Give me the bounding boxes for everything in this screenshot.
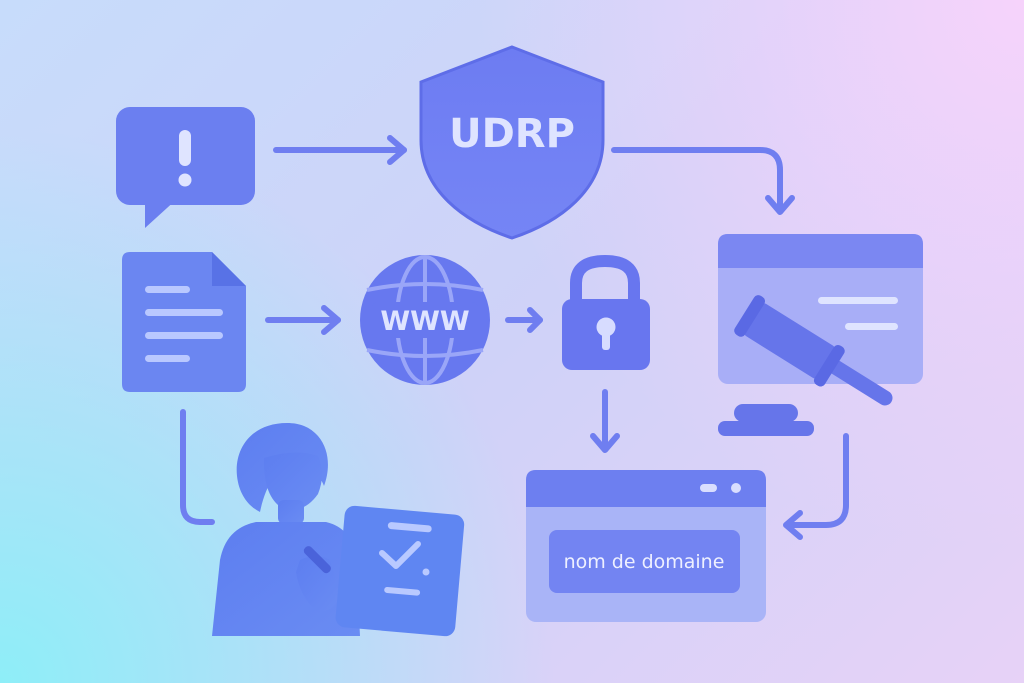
- line-document-to-person: [180, 409, 215, 525]
- arrow-document-to-globe: [265, 305, 341, 335]
- person-head: [263, 452, 322, 510]
- connectors: [180, 135, 849, 540]
- arrow-globe-to-lock: [505, 307, 543, 333]
- domain-name-field: [549, 530, 740, 593]
- gavel-icon: [718, 295, 893, 436]
- arrow-court-to-domain: [783, 433, 849, 540]
- browser-window-domain-icon: nom de domaine: [526, 470, 766, 622]
- arrow-shield-to-court: [611, 147, 795, 215]
- globe-icon: WWW: [360, 255, 490, 385]
- arrow-complaint-to-shield: [273, 135, 407, 165]
- document-icon: [122, 252, 246, 392]
- person-with-clipboard-icon: [212, 423, 465, 637]
- browser-window-gavel-icon: [718, 234, 923, 436]
- arrow-lock-to-domain: [590, 389, 620, 453]
- shield-label: UDRP: [449, 111, 575, 157]
- domain-name-label: nom de domaine: [564, 551, 725, 573]
- shield-icon: UDRP: [419, 45, 605, 240]
- globe-label: WWW: [380, 306, 469, 337]
- clipboard-icon: [335, 505, 465, 637]
- padlock-icon: [562, 254, 650, 370]
- chat-bubble-exclamation-icon: [116, 107, 255, 228]
